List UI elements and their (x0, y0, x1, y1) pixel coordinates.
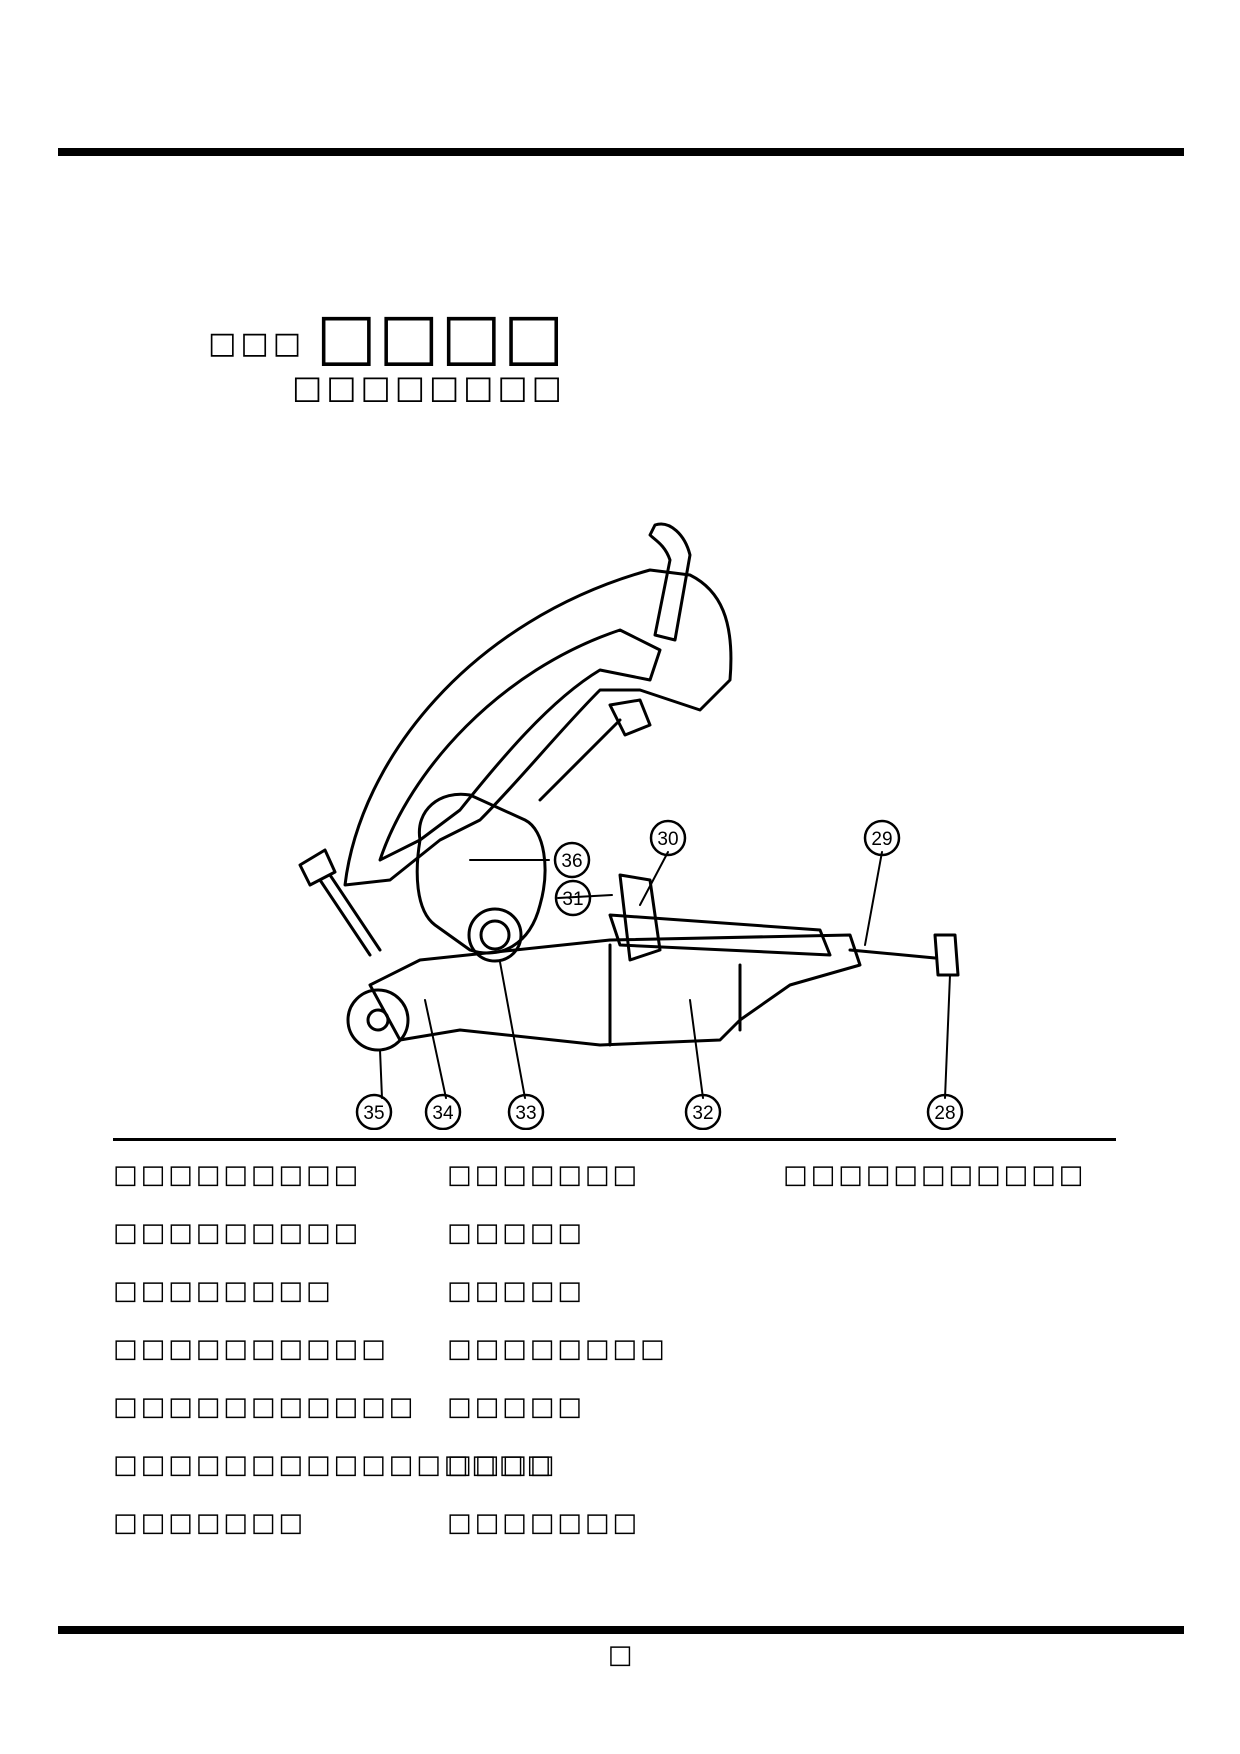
top-rule (58, 148, 1184, 156)
legend-item: □□□□□□□□□□ (113, 1334, 389, 1364)
legend-item: □□□□□□□□ (113, 1276, 334, 1306)
transport-wheel (346, 988, 410, 1052)
legend-item: □□□□ (447, 1450, 558, 1480)
motor (415, 792, 547, 955)
callout-35: 35 (363, 1103, 384, 1124)
vise-bed (608, 913, 832, 957)
legend-item: □□□□□ (447, 1276, 585, 1306)
legend-divider (113, 1138, 1116, 1141)
bottom-rule (58, 1626, 1184, 1634)
vise-lead-screw (848, 948, 937, 960)
band-saw-illustration: 30 29 36 31 35 34 33 32 28 (298, 522, 964, 1130)
tension-knob (298, 848, 337, 887)
vise-handwheel (933, 933, 960, 977)
legend-item: □□□□□□□□□ (113, 1160, 362, 1190)
legend-column-3: □□□□□□□□□□□ (783, 1160, 1086, 1218)
tension-spring (318, 873, 382, 957)
blade-guide-arm (538, 718, 622, 802)
legend-column-2: □□□□□□□ □□□□□ □□□□□ □□□□□□□□ □□□□□ □□□□ … (447, 1160, 668, 1566)
legend-item: □□□□□□□□□ (113, 1218, 362, 1248)
saw-base (368, 933, 862, 1047)
legend-item: □□□□□□□ (447, 1508, 640, 1538)
saw-handle (648, 522, 692, 642)
saw-bow-inner (378, 628, 662, 862)
legend-item: □□□□□□□□□□□□□□□□ (113, 1450, 555, 1480)
callout-31: 31 (562, 889, 583, 910)
legend-item: □□□□□ (447, 1392, 585, 1422)
vise-jaw (618, 873, 662, 962)
legend-item: □□□□□□□□ (447, 1334, 668, 1364)
legend-item: □□□□□□□ (447, 1160, 640, 1190)
legend-item: □□□□□□□□□□□ (113, 1392, 417, 1422)
callout-32: 32 (692, 1103, 713, 1124)
callout-34: 34 (432, 1103, 454, 1124)
callout-36: 36 (561, 851, 582, 872)
legend-item: □□□□□□□ (113, 1508, 306, 1538)
legend-column-1: □□□□□□□□□ □□□□□□□□□ □□□□□□□□ □□□□□□□□□□ … (113, 1160, 554, 1566)
legend-item: □□□□□□□□□□□ (783, 1160, 1087, 1190)
page-subtitle: □□□□□□□□ (292, 368, 566, 406)
legend-item: □□□□□ (447, 1218, 585, 1248)
callout-30: 30 (657, 829, 678, 850)
motor-fan (467, 907, 523, 963)
section-label: □□□ (208, 326, 306, 361)
page-title: □□□□ (316, 300, 566, 374)
page-number: □ (607, 1640, 633, 1670)
callout-29: 29 (871, 829, 892, 850)
callout-28: 28 (934, 1103, 955, 1124)
saw-bow-frame (343, 568, 733, 887)
callout-33: 33 (515, 1103, 536, 1124)
